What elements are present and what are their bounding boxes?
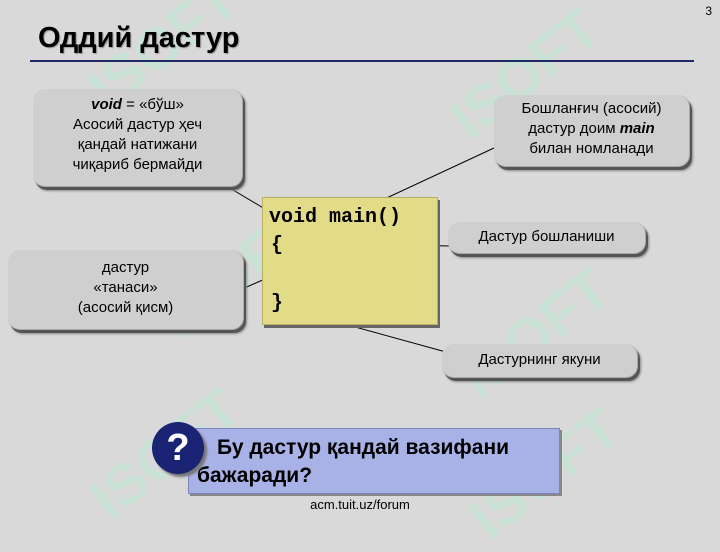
- start-callout-label: Дастур бошланиши: [478, 228, 615, 245]
- body-callout-line1: дастур: [101, 259, 150, 276]
- main-callout: Бошланғич (асосий) дастур доим main била…: [494, 95, 690, 167]
- code-line-main: void main(): [269, 206, 402, 229]
- end-callout: Дастурнинг якуни: [442, 344, 638, 378]
- code-box: void main() { }: [262, 197, 438, 325]
- question-box: Бу дастур қандай вазифани бажаради?: [188, 428, 560, 494]
- footer-url: acm.tuit.uz/forum: [310, 497, 410, 512]
- void-keyword: void: [91, 96, 122, 113]
- code-open-brace: {: [271, 234, 284, 257]
- body-callout-line3: (асосий қисм): [77, 299, 174, 316]
- main-keyword: main: [619, 120, 655, 137]
- connector-main: [377, 147, 495, 203]
- void-callout-line4: чиқариб бермайди: [72, 156, 203, 173]
- start-callout: Дастур бошланиши: [448, 222, 646, 254]
- code-close-brace: }: [271, 292, 284, 315]
- page-title: Оддий дастур: [38, 22, 240, 54]
- main-callout-line2: дастур доим main: [494, 119, 689, 139]
- main-callout-pre: дастур доим: [528, 120, 620, 137]
- question-icon: ?: [152, 422, 204, 474]
- void-callout-line2: Асосий дастур ҳеч: [72, 116, 203, 133]
- title-divider: [30, 60, 694, 62]
- void-callout-rest: = «бўш»: [121, 96, 184, 113]
- body-callout-line2: «танаси»: [93, 279, 158, 296]
- void-callout: void = «бўш» Асосий дастур ҳеч қандай на…: [33, 89, 243, 187]
- void-callout-line1: void = «бўш»: [33, 95, 242, 115]
- slide-number: 3: [705, 4, 712, 18]
- body-callout: дастур «танаси» (асосий қисм): [8, 250, 244, 330]
- question-line2: бажаради?: [197, 464, 313, 487]
- watermark-logo: ISOFT: [448, 255, 623, 412]
- void-callout-line3: қандай натижани: [77, 136, 198, 153]
- question-line1: Бу дастур қандай вазифани: [217, 436, 510, 459]
- main-callout-line1: Бошланғич (асосий): [521, 100, 662, 117]
- end-callout-label: Дастурнинг якуни: [478, 351, 601, 368]
- main-callout-line3: билан номланади: [529, 140, 654, 157]
